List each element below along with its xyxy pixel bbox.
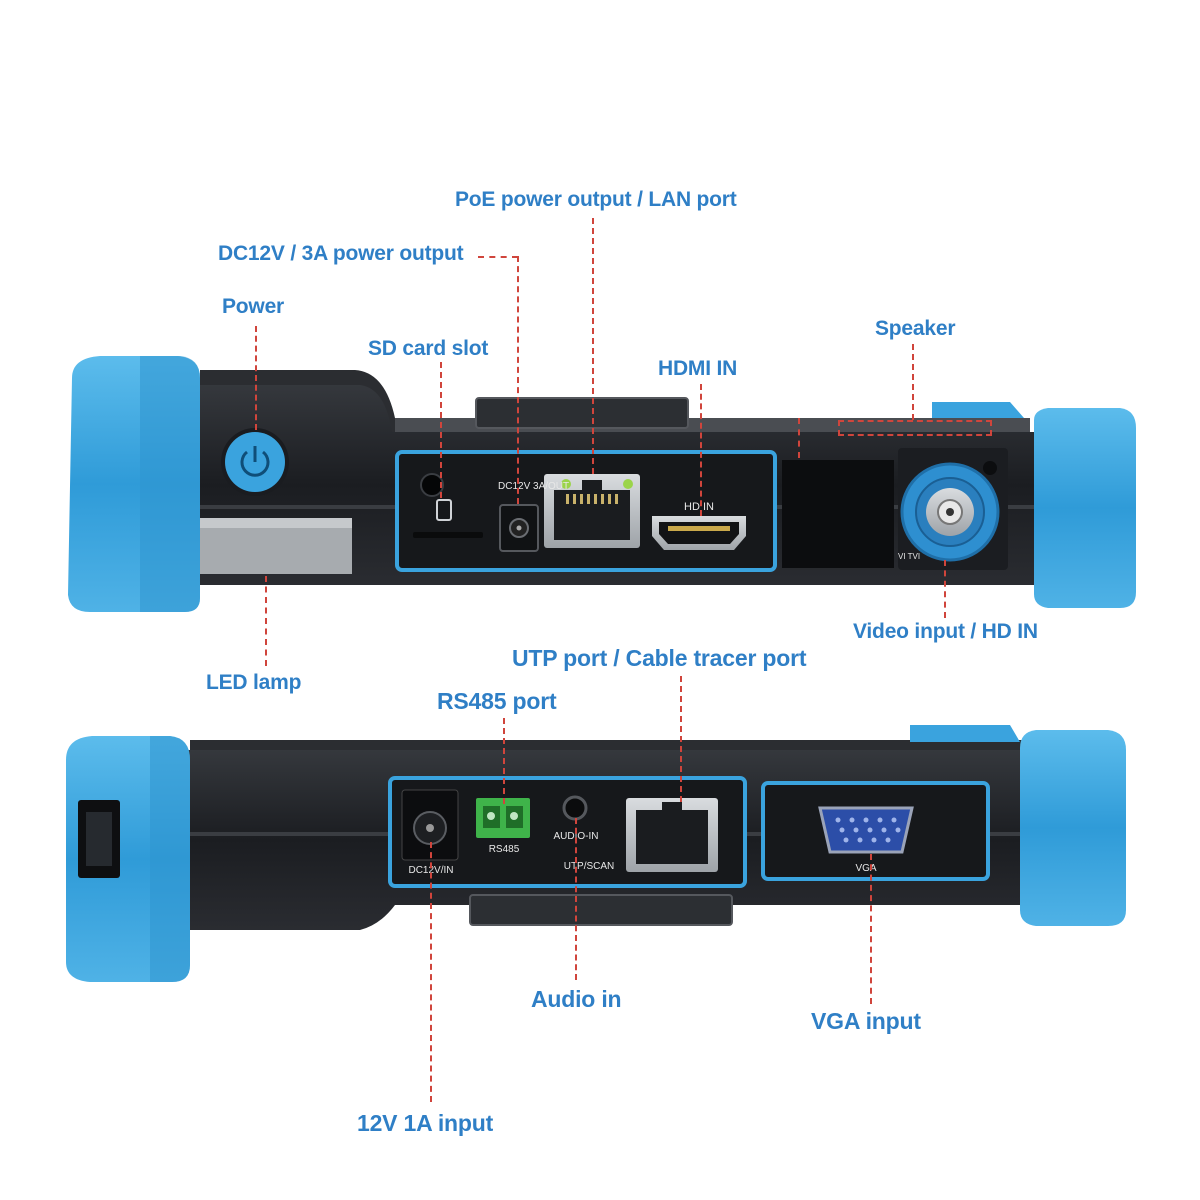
sd-card-slot [413,532,483,538]
label-vga-input: VGA input [811,1008,921,1034]
sd-card-icon [436,499,452,521]
leader-video-in [944,560,946,618]
sd-indicator-hole [420,473,444,497]
label-video-in: Video input / HD IN [853,620,1038,643]
label-hdmi-in: HDMI IN [658,357,738,380]
leader-speaker-v [912,344,914,420]
top-right-bumper [1034,408,1136,608]
marking-utp-scan: UTP/SCAN [563,861,615,872]
leader-utp [680,676,682,802]
speaker-block [782,460,894,568]
leader-power [255,326,257,430]
leader-hdmi [700,384,702,516]
label-utp-port: UTP port / Cable tracer port [512,645,807,671]
leader-12v-in [430,842,432,1102]
bottom-bracket [469,894,733,926]
leader-led-lamp [265,576,267,666]
leader-sd-slot [440,362,442,498]
label-poe-lan: PoE power output / LAN port [455,188,737,211]
audio-in-jack [562,795,588,821]
marking-vga: VGA [855,863,877,874]
marking-rs485: RS485 [488,844,520,855]
label-led-lamp: LED lamp [206,671,302,694]
leader-dc-out-v [517,256,519,504]
label-audio-in: Audio in [531,986,622,1012]
label-rs485-port: RS485 port [437,688,557,714]
leader-rs485 [503,718,505,804]
label-12v-input: 12V 1A input [357,1110,494,1136]
top-device [68,356,1136,612]
label-power: Power [222,295,285,318]
bottom-right-bumper [1020,730,1126,926]
leader-speaker-box [838,420,992,436]
leader-dc-out-h [478,256,518,258]
leader-audio-in [575,818,577,980]
leader-speaker-side [798,418,800,458]
label-sd-slot: SD card slot [368,337,489,360]
marking-bnc: VI TVI [897,552,921,561]
leader-poe-lan [592,218,594,474]
label-dc-out: DC12V / 3A power output [218,242,464,265]
marking-hd-in: HD IN [684,501,714,513]
stand-bracket [475,397,689,429]
bottom-device [66,725,1126,982]
label-speaker: Speaker [875,317,956,340]
marking-dc-out: DC12V 3A/OUT [498,481,570,492]
leader-vga [870,854,872,1004]
